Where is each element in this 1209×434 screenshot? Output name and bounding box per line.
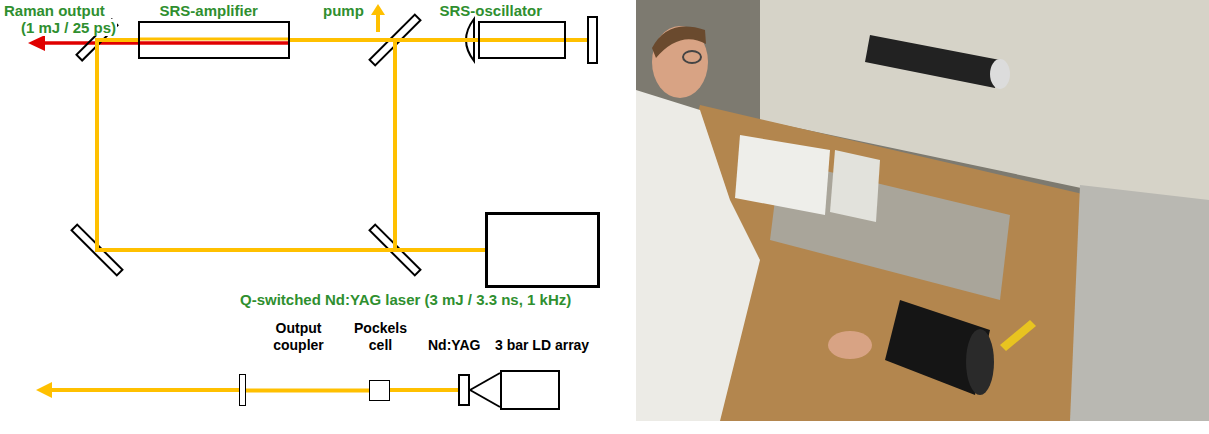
diode-light-cone: [470, 390, 500, 407]
part-label: Output coupler: [266, 320, 332, 354]
beam-path: [246, 389, 369, 393]
diode-array: 3 bar LD array: [500, 370, 560, 410]
output-coupler: Output coupler: [239, 374, 246, 406]
beam-path: [97, 40, 485, 250]
white-block: [830, 150, 880, 222]
laser-beam: [470, 373, 500, 390]
beam-path: [390, 388, 458, 392]
lab-coat: [636, 90, 760, 421]
laser-beam: [290, 40, 478, 41]
srs-amplifier-box: SRS-amplifier: [138, 21, 290, 59]
laser-beam: [246, 390, 369, 391]
beam-path: [470, 373, 500, 390]
part-label: Q-switched Nd:YAG laser (3 mJ / 3.3 ns, …: [240, 291, 571, 308]
part-label: Pockels cell: [348, 320, 414, 354]
part-label: SRS-amplifier: [160, 2, 258, 19]
pump-beam: [138, 38, 290, 41]
laser-box: Q-switched Nd:YAG laser (3 mJ / 3.3 ns, …: [485, 212, 600, 288]
arrow-head: [36, 382, 52, 398]
camera: [865, 35, 1000, 88]
pump-beam: [478, 38, 588, 42]
pump-beam: [376, 13, 380, 32]
glasses: [683, 51, 701, 63]
part-label: SRS-oscillator: [440, 2, 543, 19]
end-mirror: [588, 17, 597, 63]
pockels-cell: Pockels cell: [369, 380, 390, 401]
pump-label: pump: [322, 2, 365, 19]
head: [652, 26, 708, 98]
photo-ground: [636, 0, 1209, 421]
output-spec: (1 mJ / 25 ps): [20, 19, 117, 36]
screwdriver: [1000, 320, 1036, 351]
arrow-head: [371, 4, 385, 15]
part-label: Nd:YAG: [428, 337, 480, 354]
white-block: [735, 135, 830, 215]
part-label: 3 bar LD array: [495, 337, 589, 354]
laser-beam: [390, 390, 458, 391]
laser-beam: [50, 388, 239, 392]
camera-end: [990, 59, 1010, 89]
beam-path: [395, 40, 485, 250]
hand: [828, 331, 872, 359]
laser-beam: [97, 40, 485, 250]
raman-beam: [42, 41, 290, 45]
output-label: Raman output: [3, 2, 106, 19]
srs-oscillator-box: SRS-oscillator: [478, 21, 566, 59]
lab-photo: [636, 0, 1209, 421]
side-plate: [1070, 185, 1209, 421]
beam-path: [290, 38, 478, 42]
laser-beam: [395, 40, 485, 250]
lens-tube-end: [966, 329, 994, 395]
arrow-head: [28, 35, 45, 51]
nd-yag-crystal: Nd:YAG: [458, 374, 470, 406]
